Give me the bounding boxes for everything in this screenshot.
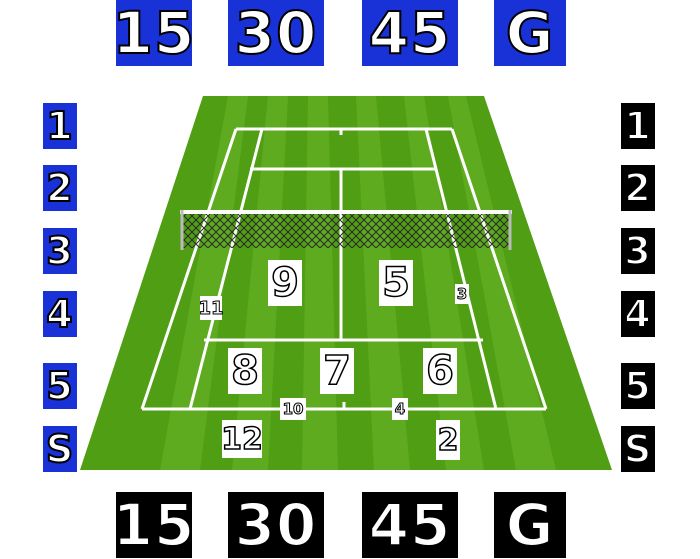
- right-set-4-button[interactable]: 4: [621, 291, 655, 337]
- top-score-game-button[interactable]: G: [494, 0, 566, 68]
- court-zone-8[interactable]: 8: [228, 347, 262, 395]
- court-zone-10[interactable]: 10: [280, 398, 306, 420]
- bottom-score-45-button[interactable]: 45: [362, 490, 458, 559]
- court-grass: [80, 96, 612, 470]
- court-zone-9[interactable]: 9: [268, 259, 302, 307]
- right-set-5-button[interactable]: 5: [621, 363, 655, 409]
- left-set-s-button[interactable]: S: [43, 426, 77, 472]
- bottom-score-row: 15 30 45 G: [0, 488, 700, 559]
- top-score-15-button[interactable]: 15: [112, 0, 196, 68]
- left-set-2-button[interactable]: 2: [43, 165, 77, 211]
- top-score-30-button[interactable]: 30: [228, 0, 324, 68]
- top-score-row: 15 30 45 G: [0, 0, 700, 70]
- right-set-1-button[interactable]: 1: [621, 103, 655, 149]
- left-set-1-button[interactable]: 1: [43, 103, 77, 149]
- court-zone-4[interactable]: 4: [392, 398, 408, 420]
- bottom-score-game-button[interactable]: G: [494, 490, 566, 559]
- court-zone-3[interactable]: 3: [455, 284, 469, 304]
- bottom-score-30-button[interactable]: 30: [228, 490, 324, 559]
- court-zone-2[interactable]: 2: [436, 420, 460, 460]
- court-zone-7[interactable]: 7: [320, 347, 354, 395]
- right-set-3-button[interactable]: 3: [621, 228, 655, 274]
- right-set-2-button[interactable]: 2: [621, 165, 655, 211]
- court-zone-12[interactable]: 12: [220, 420, 264, 458]
- left-set-3-button[interactable]: 3: [43, 228, 77, 274]
- court-zone-11[interactable]: 11: [198, 296, 224, 320]
- right-set-s-button[interactable]: S: [621, 426, 655, 472]
- top-score-45-button[interactable]: 45: [362, 0, 458, 68]
- court-lines: [140, 127, 548, 411]
- tennis-court: [80, 96, 612, 470]
- court-zone-5[interactable]: 5: [379, 259, 413, 307]
- left-set-4-button[interactable]: 4: [43, 291, 77, 337]
- bottom-score-15-button[interactable]: 15: [112, 490, 196, 559]
- left-set-5-button[interactable]: 5: [43, 363, 77, 409]
- court-zone-6[interactable]: 6: [423, 347, 457, 395]
- net: [180, 210, 512, 250]
